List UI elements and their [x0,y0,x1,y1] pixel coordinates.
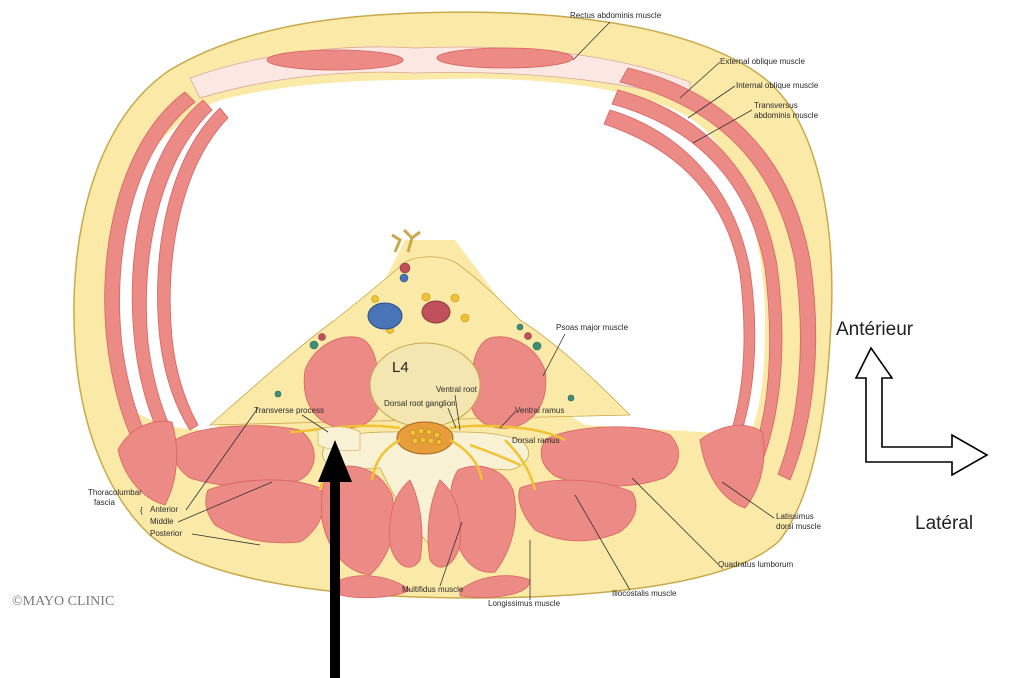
aorta [422,301,450,323]
orientation-arrows [856,348,987,475]
label-transverse-process: Transverse process [254,406,324,415]
label-vertebra: L4 [392,359,409,376]
label-iliocostalis: Iliocostalis muscle [612,589,677,598]
orientation-anterior-label: Antérieur [836,319,914,340]
label-quadratus: Quadratus lumborum [718,560,793,569]
label-dorsal-ramus: Dorsal ramus [512,436,560,445]
label-rectus-abdominis: Rectus abdominis muscle [570,11,662,20]
label-latissimus-1: Latissimus [776,512,814,521]
brace: { [140,506,143,515]
rectus-abdominis-left [267,50,403,70]
mayo-clinic-credit: ©MAYO CLINIC [12,594,114,609]
label-dorsal-root-ganglion: Dorsal root ganglion [384,399,456,408]
label-internal-oblique: Internal oblique muscle [736,81,819,90]
label-multifidus: Multifidus muscle [402,585,464,594]
label-posterior: Posterior [150,529,182,538]
label-thoracolumbar-1: Thoracolumbar [88,488,142,497]
rectus-abdominis-right [437,48,573,68]
label-external-oblique: External oblique muscle [720,57,805,66]
transverse-process-left [318,427,360,451]
label-transversus-1: Transversus [754,101,798,110]
label-middle: Middle [150,517,174,526]
inferior-vena-cava [368,303,402,329]
label-thoracolumbar-2: fascia [94,498,115,507]
label-ventral-root: Ventral root [436,385,478,394]
label-transversus-2: abdominis muscle [754,111,819,120]
label-longissimus: Longissimus muscle [488,599,561,608]
label-latissimus-2: dorsi muscle [776,522,821,531]
label-psoas-major: Psoas major muscle [556,323,629,332]
orientation-lateral-label: Latéral [915,513,973,534]
label-anterior: Anterior [150,505,178,514]
label-ventral-ramus: Ventral ramus [515,406,564,415]
